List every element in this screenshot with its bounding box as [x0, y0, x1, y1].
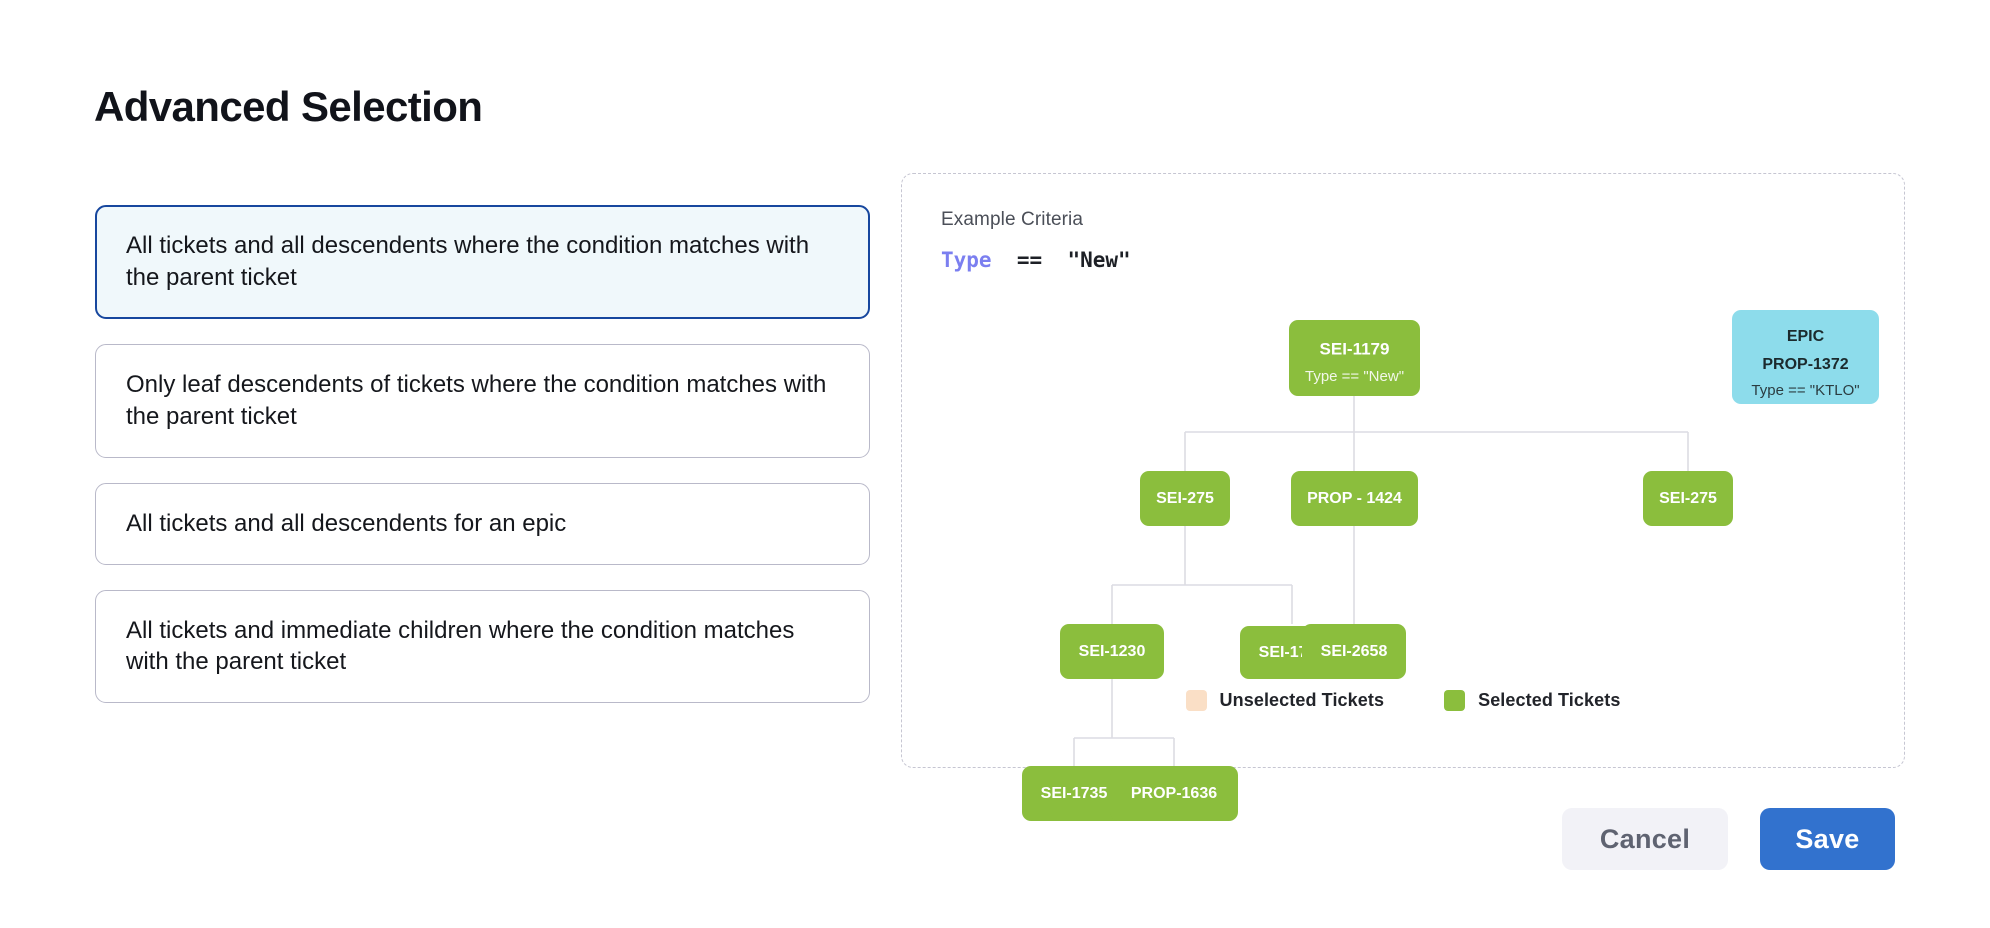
node-shape [1289, 320, 1420, 396]
node-id: PROP - 1424 [1307, 490, 1402, 507]
node-id: PROP-1372 [1762, 356, 1848, 373]
node-shape [1302, 624, 1406, 679]
tree-node-root[interactable]: SEI-1179 Type == "New" [1289, 320, 1420, 396]
tree-node-sei-2658[interactable]: SEI-2658 [1302, 624, 1406, 679]
tree-node-sei-1230[interactable]: SEI-1230 [1060, 624, 1164, 679]
example-criteria-block: Example Criteria Type == "New" [941, 209, 1131, 272]
node-id: PROP-1636 [1131, 785, 1217, 802]
criteria-field: Type [941, 248, 992, 272]
option-card-epic-descendents[interactable]: All tickets and all descendents for an e… [95, 482, 870, 565]
criteria-value: "New" [1067, 248, 1131, 272]
tree-node-sei-1735-row4[interactable]: SEI-1735 [1022, 766, 1126, 821]
criteria-title: Example Criteria [941, 209, 1084, 230]
node-shape [1022, 766, 1126, 821]
option-label: Only leaf descendents of tickets where t… [126, 370, 827, 430]
node-id: SEI-2658 [1321, 643, 1388, 660]
node-id: SEI-275 [1659, 490, 1717, 507]
legend-swatch-selected-icon [1444, 690, 1466, 711]
diagram-legend: Unselected Tickets Selected Tickets [902, 690, 1904, 711]
tree-node-prop-1424[interactable]: PROP - 1424 [1291, 471, 1418, 526]
option-card-all-descendents[interactable]: All tickets and all descendents where th… [95, 205, 870, 319]
node-shape [1110, 766, 1238, 821]
option-card-leaf-descendents[interactable]: Only leaf descendents of tickets where t… [95, 343, 870, 458]
option-card-immediate-children[interactable]: All tickets and immediate children where… [95, 589, 870, 704]
node-id: SEI-1735 [1041, 785, 1108, 802]
legend-label: Selected Tickets [1478, 690, 1621, 710]
option-label: All tickets and all descendents where th… [126, 232, 810, 291]
node-shape [1291, 471, 1418, 526]
tree-node-prop-1636[interactable]: PROP-1636 [1110, 766, 1238, 821]
option-label: All tickets and all descendents for an e… [126, 509, 567, 537]
page-title: Advanced Selection [94, 83, 483, 131]
option-label: All tickets and immediate children where… [126, 616, 795, 676]
example-diagram-panel: Example Criteria Type == "New" [901, 173, 1905, 821]
save-button[interactable]: Save [1760, 808, 1895, 870]
tree-node-sei-275-right[interactable]: SEI-275 [1643, 471, 1733, 526]
node-shape [1643, 471, 1733, 526]
legend-item-selected: Selected Tickets [1444, 690, 1620, 711]
selection-options-list: All tickets and all descendents where th… [95, 205, 870, 704]
tree-node-sei-275-left[interactable]: SEI-275 [1140, 471, 1230, 526]
node-id: SEI-275 [1156, 490, 1214, 507]
legend-label: Unselected Tickets [1219, 690, 1385, 710]
node-shape [1060, 624, 1164, 679]
node-kind: EPIC [1787, 328, 1825, 345]
node-id: SEI-1230 [1079, 643, 1146, 660]
dialog-footer: Cancel Save [1562, 808, 1895, 870]
node-subtitle: Type == "New" [1305, 368, 1404, 385]
cancel-button[interactable]: Cancel [1562, 808, 1728, 870]
legend-swatch-unselected-icon [1185, 690, 1207, 711]
legend-item-unselected: Unselected Tickets [1185, 690, 1385, 711]
node-shape [1732, 310, 1879, 404]
ticket-tree-diagram: SEI-1179 Type == "New" EPIC PROP-1372 Ty… [1022, 310, 1879, 821]
tree-node-epic[interactable]: EPIC PROP-1372 Type == "KTLO" [1732, 310, 1879, 404]
node-id: SEI-1179 [1320, 339, 1390, 358]
criteria-operator: == [1016, 248, 1043, 272]
node-shape [1140, 471, 1230, 526]
criteria-expression: Type == "New" [941, 248, 1131, 272]
node-subtitle: Type == "KTLO" [1751, 382, 1859, 399]
